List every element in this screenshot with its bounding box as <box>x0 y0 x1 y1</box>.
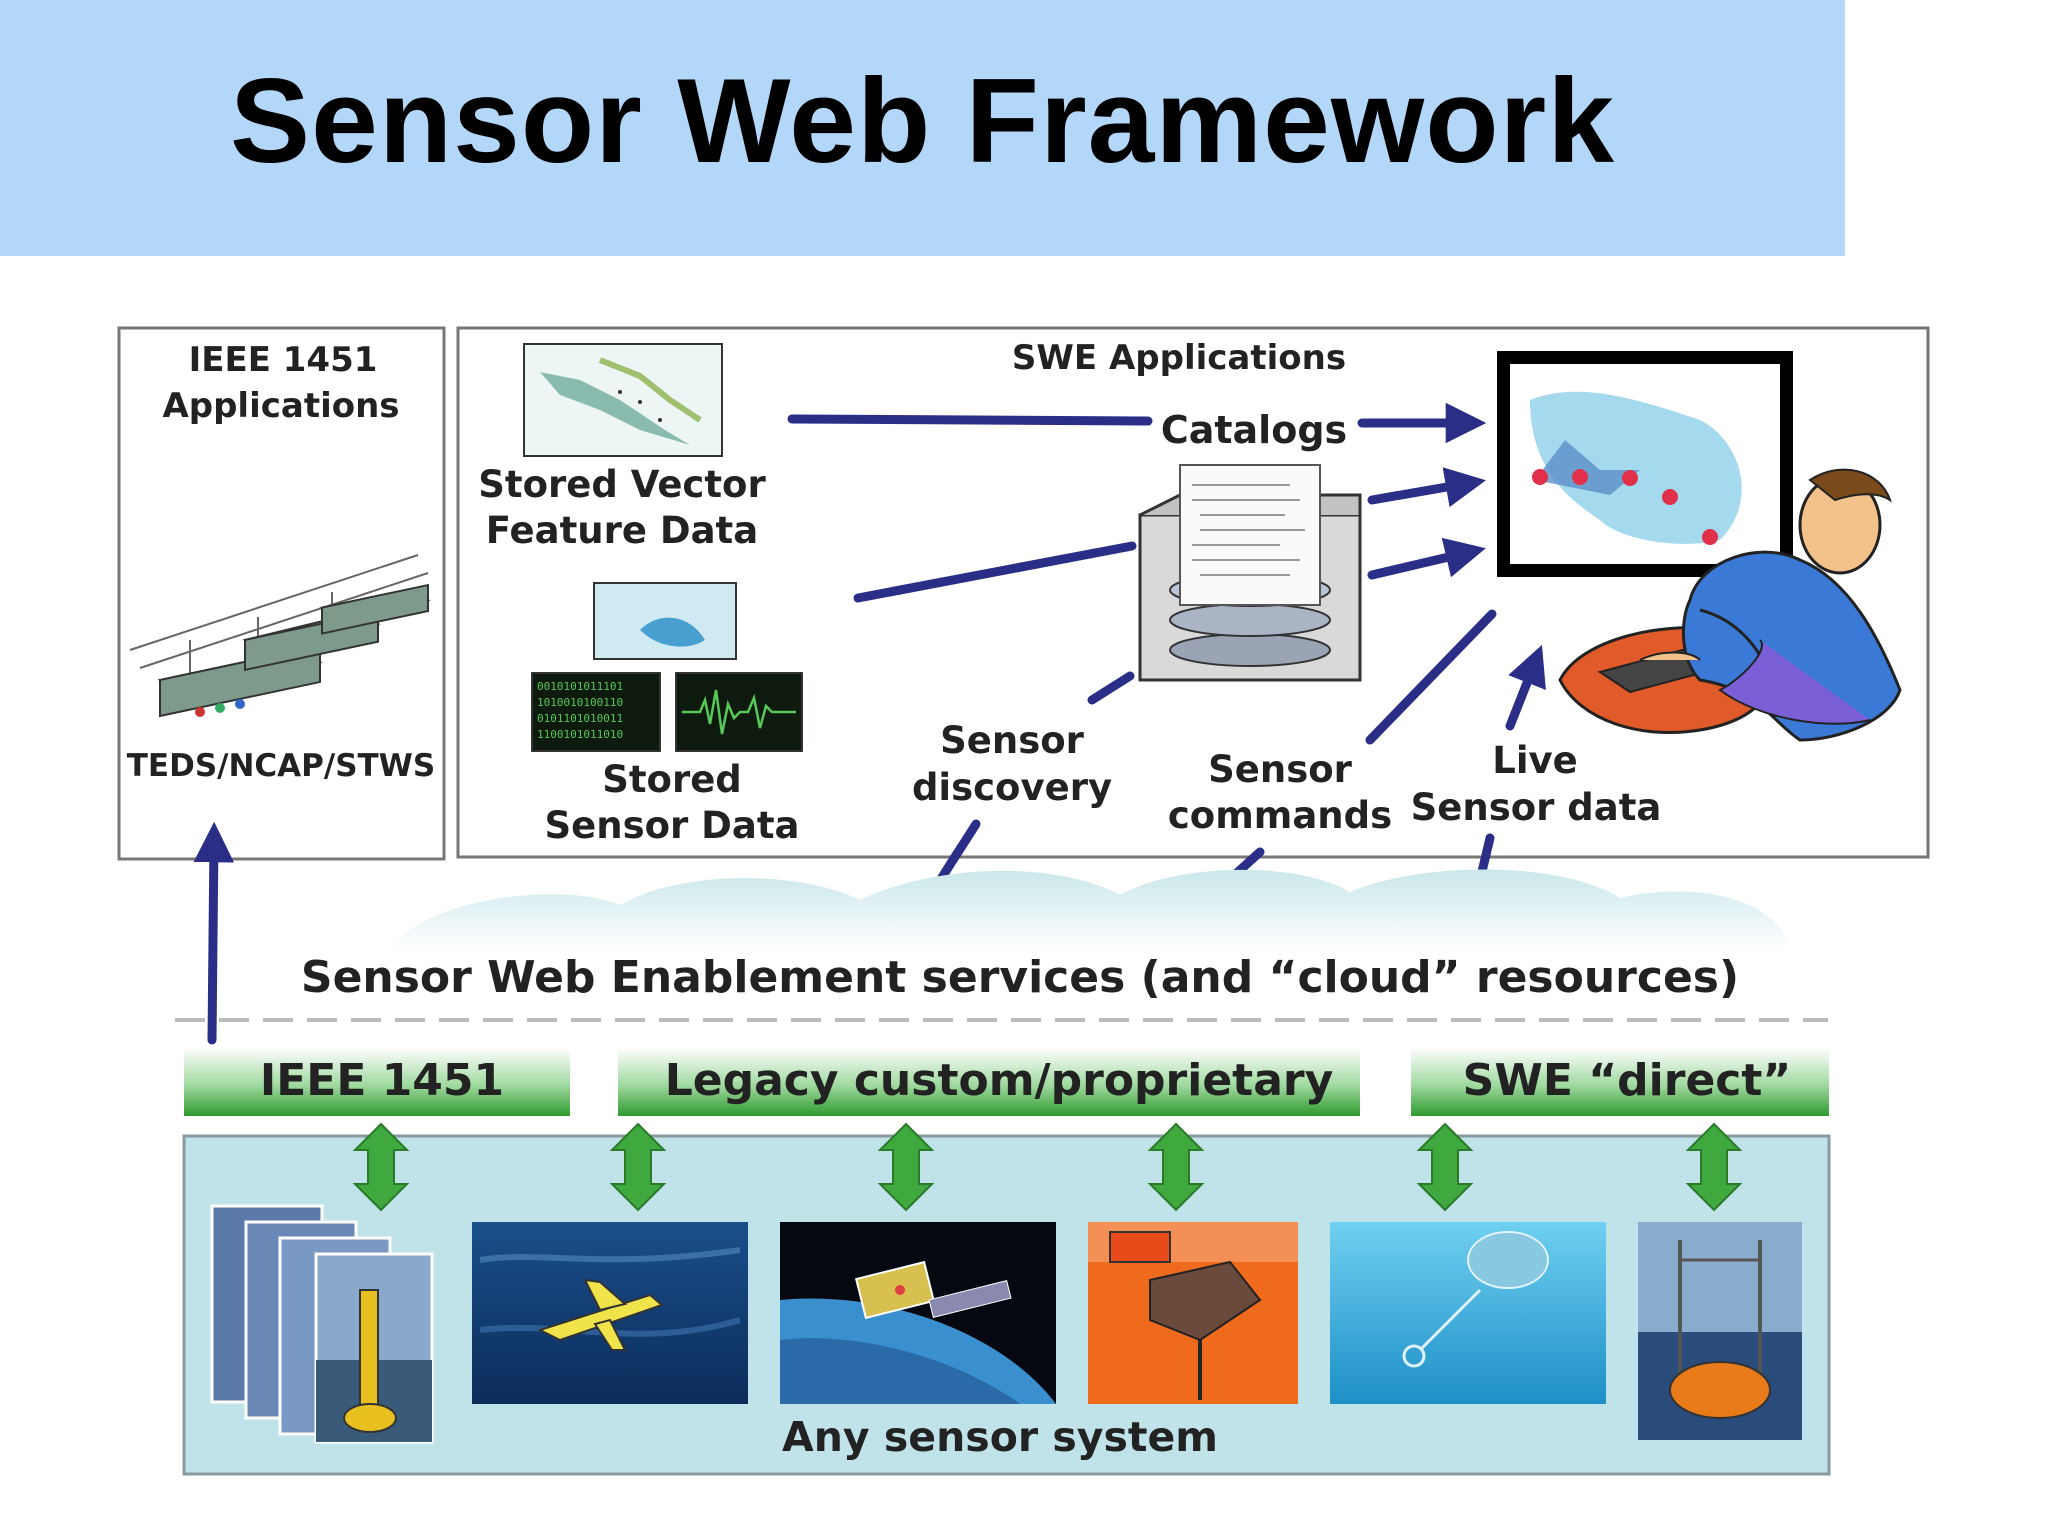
binary-data-icon <box>531 672 661 752</box>
moored-buoy-photo <box>1638 1222 1802 1440</box>
green-double-arrows <box>352 1122 1743 1212</box>
sensor-discovery-label-1: Sensor <box>940 719 1085 762</box>
legacy-bar <box>618 1048 1360 1116</box>
stored-sensor-label-2: Sensor Data <box>545 804 800 847</box>
sensor-commands-label-1: Sensor <box>1208 748 1353 791</box>
double-arrow-icon <box>1685 1122 1743 1212</box>
ieee-1451-bar-label: IEEE 1451 <box>260 1055 504 1106</box>
sensor-discovery-label-2: discovery <box>912 766 1112 809</box>
swe-applications-panel: SWE Applications Stored Vector Feature D… <box>456 326 1930 859</box>
buoy-photo-stack <box>210 1204 434 1444</box>
double-arrow-icon <box>877 1122 935 1212</box>
ieee-panel-title-2: Applications <box>162 386 399 426</box>
monitor-map-icon <box>1497 351 1793 577</box>
live-sensor-label-1: Live <box>1492 739 1577 782</box>
svg-text:0101101010011: 0101101010011 <box>537 712 623 725</box>
stored-vector-label-2: Feature Data <box>486 509 758 552</box>
stored-sensor-thumbnails: 0010101011101 1010010100110 010110101001… <box>531 582 803 752</box>
sensor-systems-panel: Any sensor system <box>182 1134 1831 1476</box>
stored-vector-label-1: Stored Vector <box>478 463 766 506</box>
catalogs-label: Catalogs <box>1161 408 1347 452</box>
stored-sensor-label-1: Stored <box>602 758 742 801</box>
svg-text:1100101011010: 1100101011010 <box>537 728 623 741</box>
vector-map-thumbnail <box>523 343 723 457</box>
ncap-device-icon <box>129 554 431 718</box>
sensor-commands-label-2: commands <box>1168 794 1392 837</box>
svg-text:1010010100110: 1010010100110 <box>537 696 623 709</box>
swe-direct-bar-label: SWE “direct” <box>1463 1055 1792 1106</box>
ieee-panel-title-1: IEEE 1451 <box>189 340 378 380</box>
legacy-bar-label: Legacy custom/proprietary <box>665 1055 1334 1106</box>
double-arrow-icon <box>609 1122 667 1212</box>
swe-cloud: Sensor Web Enablement services (and “clo… <box>175 869 1828 1022</box>
catalog-server-icon <box>1138 464 1362 682</box>
double-arrow-icon <box>352 1122 410 1212</box>
ieee-1451-bar <box>184 1048 570 1116</box>
double-arrow-icon <box>1416 1122 1474 1212</box>
cloud-label: Sensor Web Enablement services (and “clo… <box>301 952 1739 1003</box>
ieee-applications-panel: IEEE 1451 Applications TEDS/NCAP/STWS <box>117 326 446 861</box>
svg-text:0010101011101: 0010101011101 <box>537 680 623 693</box>
live-sensor-label-2: Sensor data <box>1411 786 1662 829</box>
uav-ocean-photo <box>472 1222 748 1404</box>
satellite-earth-photo <box>780 1222 1056 1404</box>
swe-direct-bar <box>1411 1048 1829 1116</box>
protocol-bars: IEEE 1451 Legacy custom/proprietary SWE … <box>184 1048 1829 1116</box>
slide-title: Sensor Web Framework <box>230 54 1615 188</box>
ieee-panel-caption: TEDS/NCAP/STWS <box>127 748 435 784</box>
instrument-photo <box>1088 1222 1298 1404</box>
title-band <box>0 0 1845 256</box>
operator-person-icon <box>1558 468 1902 742</box>
sensor-systems-caption: Any sensor system <box>782 1413 1218 1461</box>
underwater-glider-photo <box>1330 1222 1606 1404</box>
swe-panel-title: SWE Applications <box>1012 338 1346 378</box>
double-arrow-icon <box>1147 1122 1205 1212</box>
